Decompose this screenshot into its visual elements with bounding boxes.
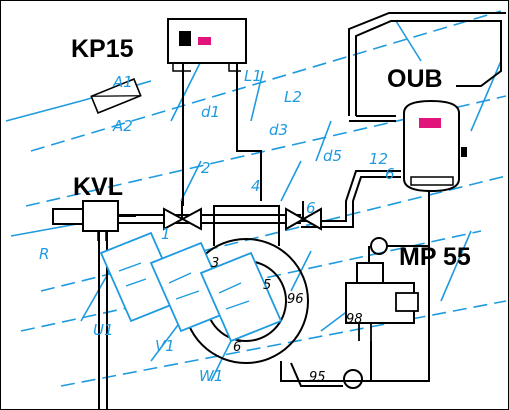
label-v1: V1	[155, 337, 175, 355]
kp15-indicator	[198, 37, 211, 45]
label-l1: L1	[244, 67, 262, 85]
solenoid-valve-left	[163, 201, 202, 231]
label-u1: U1	[93, 321, 114, 339]
kvl-regulator	[52, 200, 136, 241]
label-2: 2	[201, 159, 211, 177]
label-r: R	[39, 245, 49, 263]
label-6c: 6	[385, 165, 395, 183]
oub-unit	[403, 99, 467, 193]
label-d5: d5	[323, 147, 342, 165]
label-w1: W1	[199, 367, 223, 385]
mp55-pressure-switch	[345, 262, 419, 341]
oub-indicator	[419, 118, 441, 128]
label-4: 4	[251, 177, 261, 195]
label-5: 5	[263, 278, 271, 293]
kp15-label: KP15	[71, 35, 134, 63]
solenoid-valve-right	[285, 201, 322, 231]
kvl-label: KVL	[73, 173, 123, 201]
label-96: 96	[287, 292, 304, 307]
oub-label: OUB	[387, 65, 443, 93]
label-98: 98	[346, 312, 363, 327]
label-6a: 6	[306, 199, 316, 217]
label-12: 12	[369, 150, 388, 168]
label-6b: 6	[233, 340, 241, 355]
label-d3: d3	[269, 121, 288, 139]
label-95: 95	[309, 370, 326, 385]
coil-a1-a2	[90, 77, 142, 115]
label-l2: L2	[284, 88, 302, 106]
kp15-pressure-switch	[167, 18, 247, 72]
label-3: 3	[211, 256, 219, 271]
label-a1: A1	[112, 73, 133, 91]
mp55-label: MP 55	[399, 243, 471, 271]
label-a2: A2	[112, 117, 133, 135]
label-d1: d1	[201, 103, 220, 121]
terminal-strip	[99, 231, 283, 343]
label-1: 1	[161, 225, 171, 243]
